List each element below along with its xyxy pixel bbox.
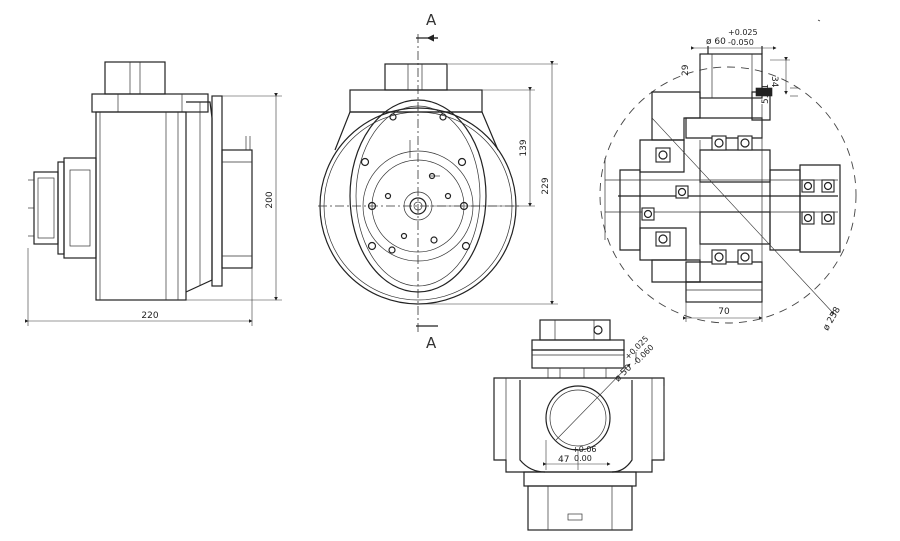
dim-47-label: 47 (558, 455, 569, 465)
dim-200-label: 200 (265, 191, 275, 208)
dia-60-tol-lower: -0.050 (728, 38, 754, 47)
bearings (641, 135, 835, 265)
front-bolts (360, 113, 471, 254)
dia-258-label: ø 258 (822, 305, 844, 332)
section-mark-top: A (426, 11, 437, 29)
dim-34-label: 34 (769, 76, 779, 88)
dim-229-label: 229 (541, 177, 551, 194)
bottom-view: ø 50 +0.025 -0.060 47 +0.06 0.00 (493, 319, 665, 531)
side-view: 200 220 (25, 61, 282, 326)
dim-139-label: 139 (519, 139, 529, 156)
dim-47-tol-lower: 0.00 (574, 454, 592, 463)
dia-60-label: ø 60 (706, 37, 726, 47)
dim-220-label: 220 (141, 311, 158, 321)
section-mark-bottom: A (426, 334, 437, 352)
dim-47-tol-upper: +0.06 (572, 445, 597, 454)
dia-50-label: ø 50 (613, 363, 634, 384)
front-view: A A 229 139 (318, 11, 558, 352)
dia-60-tol-upper: +0.025 (728, 28, 758, 37)
dim-29-label: 29 (681, 64, 691, 76)
section-view: ø 258 ø 60 +0.025 -0.050 29 34 5.81 70 (599, 19, 857, 333)
dim-70-label: 70 (718, 307, 730, 317)
dim-581-label: 5.81 (761, 84, 771, 104)
